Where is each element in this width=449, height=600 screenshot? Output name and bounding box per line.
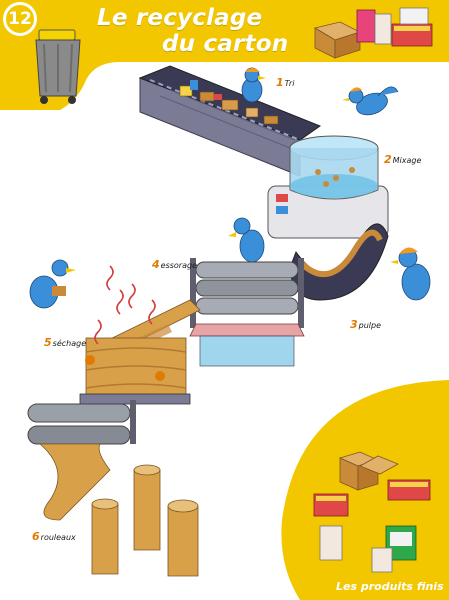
step-label-pulp: 3pulpe xyxy=(350,318,382,331)
step-label-wring: 4essorage xyxy=(152,258,197,271)
press-rollers xyxy=(189,258,305,367)
bird-icon xyxy=(342,86,399,116)
cardboard-rolls xyxy=(91,464,199,577)
page-title-line1: Le recyclage xyxy=(97,5,263,31)
page-number-badge: 12 xyxy=(3,2,37,36)
drying-cylinders xyxy=(79,265,191,405)
step-label-dry: 5séchage xyxy=(44,336,87,349)
finished-products xyxy=(313,451,431,573)
bird-icon xyxy=(241,67,266,103)
trash-bin-icon xyxy=(35,29,81,104)
mixer xyxy=(267,135,389,239)
step-label-rolls: 6rouleaux xyxy=(32,530,76,543)
pulp-conveyor xyxy=(289,223,389,301)
winding-rollers xyxy=(27,400,136,521)
bird-icon xyxy=(228,217,265,263)
boxes-icon xyxy=(313,7,433,59)
bird-icon xyxy=(390,247,431,301)
page-title-line2: du carton xyxy=(162,31,289,57)
step-label-sort: 1Tri xyxy=(276,76,295,89)
finished-products-label: Les produits finis xyxy=(336,580,444,593)
sorting-conveyor xyxy=(138,65,322,177)
bird-icon xyxy=(29,259,76,309)
step-label-mix: 2Mixage xyxy=(384,153,422,166)
